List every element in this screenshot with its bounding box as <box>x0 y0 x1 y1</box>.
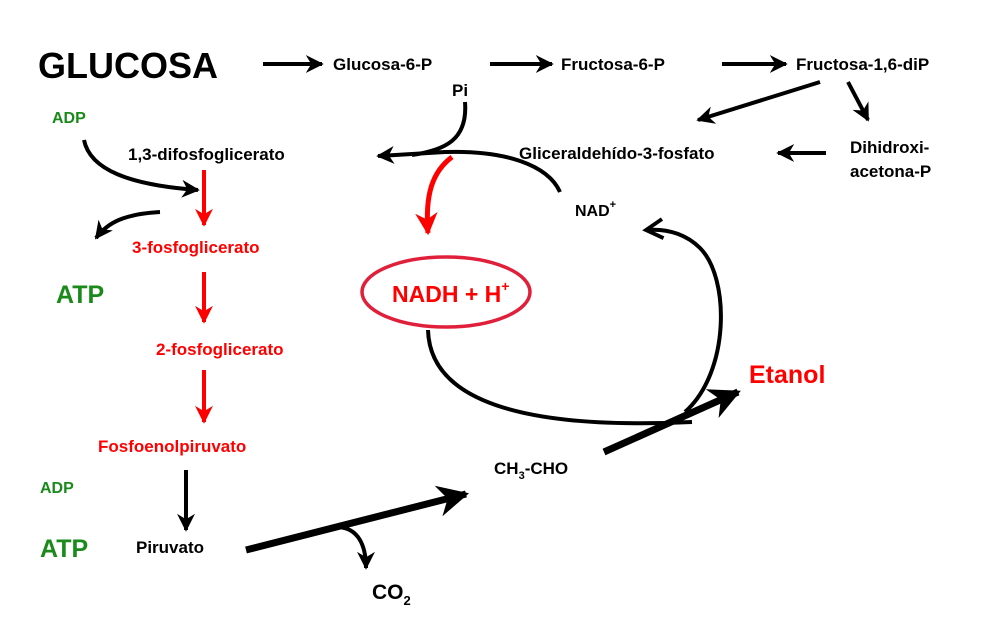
node-dihidroxi-line1: Dihidroxi- <box>850 138 929 157</box>
acetaldehido-subscript: 3 <box>519 470 525 482</box>
nad-main: NAD <box>575 203 610 220</box>
node-co2: CO2 <box>372 581 411 608</box>
acetaldehido-cho: -CHO <box>525 459 568 478</box>
label-atp-bottom: ATP <box>40 535 88 563</box>
node-piruvato: Piruvato <box>136 538 204 557</box>
node-fosfoenolpiruvato: Fosfoenolpiruvato <box>98 437 246 456</box>
node-nad: NAD+ <box>575 199 616 220</box>
arrow-co2-release <box>337 525 375 570</box>
node-acetaldehido: CH3-CHO <box>494 459 568 482</box>
label-atp-top: ATP <box>56 281 104 309</box>
node-etanol: Etanol <box>749 361 825 389</box>
arrow-f16dip-to-dihidroxi <box>846 81 870 122</box>
node-glucosa-6-p: Glucosa-6-P <box>333 55 432 74</box>
nadh-main: NADH + H <box>392 281 501 307</box>
co2-subscript: 2 <box>404 593 411 608</box>
node-dihidroxi-line2: acetona-P <box>850 162 931 181</box>
node-pi: Pi <box>452 81 468 100</box>
arrow-pi-inflow <box>411 101 468 157</box>
acetaldehido-ch: CH <box>494 459 519 478</box>
arrow-to-nadh <box>415 155 454 236</box>
arrow-atp-out-top <box>94 210 161 240</box>
arrow-adp-in-top <box>82 139 200 198</box>
node-fructosa-6-p: Fructosa-6-P <box>561 55 665 74</box>
arrow-nadh-loop <box>426 329 693 426</box>
nad-superscript: + <box>610 199 616 211</box>
nadh-superscript: + <box>501 278 509 294</box>
label-adp-top: ADP <box>52 110 86 127</box>
node-nadh: NADH + H+ <box>392 278 509 307</box>
nadh-ellipse <box>360 255 532 329</box>
arrow-f16dip-to-gliceraldehido <box>696 80 821 124</box>
node-glucosa: GLUCOSA <box>38 45 218 86</box>
node-1-3-difosfoglicerato: 1,3-difosfoglicerato <box>128 145 285 164</box>
arrow-nad-regeneration <box>642 217 723 414</box>
node-fructosa-1-6-dip: Fructosa-1,6-diP <box>796 55 929 74</box>
node-2-fosfoglicerato: 2-fosfoglicerato <box>156 340 284 359</box>
arrow-gliceraldehido-to-difosfoglicerato <box>376 146 562 193</box>
node-3-fosfoglicerato: 3-fosfoglicerato <box>132 238 260 257</box>
label-adp-bottom: ADP <box>40 480 74 497</box>
node-gliceraldehido-3-fosfato: Gliceraldehído-3-fosfato <box>519 144 715 163</box>
arrow-piruvato-to-acetaldehido <box>245 485 470 554</box>
co2-main: CO <box>372 581 404 604</box>
